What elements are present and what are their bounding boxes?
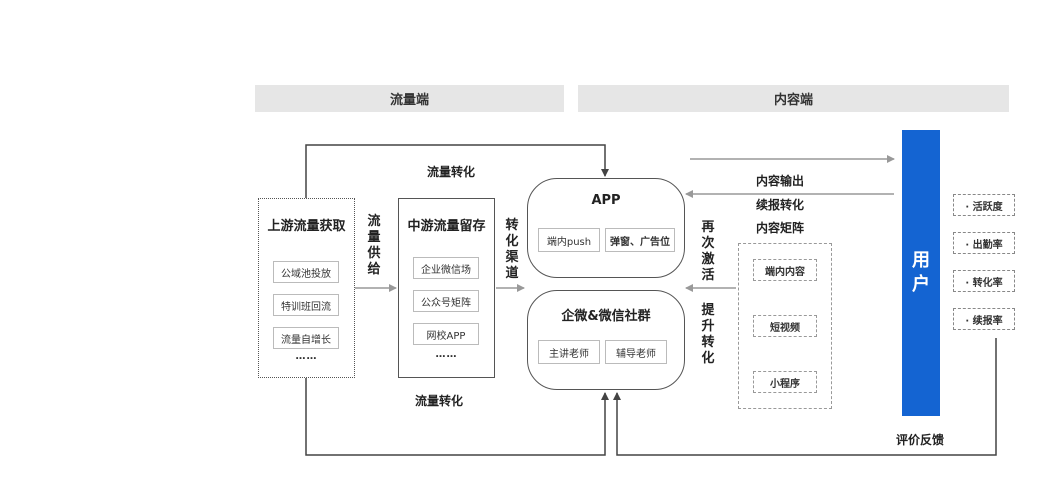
app-item: 弹窗、广告位 [605,228,675,252]
label-bottom-conversion: 流量转化 [415,394,464,408]
upstream-item: 公域池投放 [273,261,339,283]
header-traffic: 流量端 [255,85,564,112]
label-content-output: 内容输出 [756,174,805,188]
upstream-item: 特训班回流 [273,294,339,316]
label-improve-conversion: 提升转化 [701,303,715,366]
content-matrix-box: 端内内容 短视频 小程序 [738,243,832,409]
upstream-box: 上游流量获取 公域池投放 特训班回流 流量自增长 …… [258,198,355,378]
label-renewal-conversion: 续报转化 [756,198,805,212]
label-content-matrix: 内容矩阵 [756,221,805,235]
midstream-item: 企业微信场 [413,257,479,279]
user-label: 用户 [912,250,930,295]
app-pill: APP 端内push 弹窗、广告位 [527,178,685,278]
app-title: APP [591,193,621,208]
upstream-more: …… [295,351,318,362]
midstream-more: …… [435,349,458,360]
label-supply: 流量供给 [367,214,381,277]
midstream-box: 中游流量留存 企业微信场 公众号矩阵 网校APP …… [398,198,495,378]
label-top-conversion: 流量转化 [427,165,476,179]
midstream-title: 中游流量留存 [407,219,486,234]
metric-item: · 出勤率 [953,232,1015,254]
wechat-item: 辅导老师 [605,340,667,364]
metric-item: · 转化率 [953,270,1015,292]
midstream-item: 网校APP [413,323,479,345]
midstream-item: 公众号矩阵 [413,290,479,312]
metric-item: · 活跃度 [953,194,1015,216]
label-feedback: 评价反馈 [896,433,945,447]
wechat-title: 企微&微信社群 [561,309,651,324]
wechat-pill: 企微&微信社群 主讲老师 辅导老师 [527,290,685,390]
user-bar: 用户 [902,130,940,416]
app-item: 端内push [538,228,600,252]
content-item: 小程序 [753,371,817,393]
content-item: 端内内容 [753,259,817,281]
wechat-item: 主讲老师 [538,340,600,364]
upstream-item: 流量自增长 [273,327,339,349]
upstream-title: 上游流量获取 [267,219,346,234]
header-content: 内容端 [578,85,1009,112]
metric-item: · 续报率 [953,308,1015,330]
content-item: 短视频 [753,315,817,337]
label-reactivate: 再次激活 [701,220,715,283]
label-channel: 转化渠道 [505,218,519,281]
